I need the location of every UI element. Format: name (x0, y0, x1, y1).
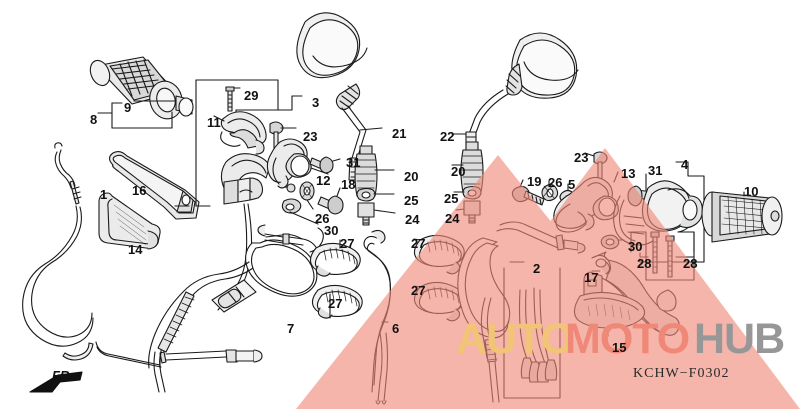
part-washer-26-right (541, 180, 559, 202)
front-direction-arrow (29, 371, 83, 393)
part-nut-25-b (453, 185, 482, 200)
part-adapter-24-b (455, 200, 481, 224)
leader-8-9 (97, 100, 177, 129)
part-cable-6 (363, 229, 391, 405)
part-bolt-18 (317, 187, 344, 215)
part-cable-7 (148, 224, 324, 393)
part-clutch-lever (108, 150, 200, 220)
diagram-part-number: KCHW−F0302 (633, 366, 730, 381)
wire-harness-bundle (503, 267, 561, 399)
part-bolt-29 (225, 86, 241, 112)
part-boot-20-a (354, 145, 395, 197)
part-washer-26-left (299, 181, 315, 210)
part-bracket-13 (553, 171, 619, 233)
part-clutch-cable (22, 142, 263, 368)
front-direction-label: FR. (52, 368, 73, 383)
part-cable-boot-14 (98, 192, 161, 250)
part-clamp-27-b (413, 234, 465, 275)
part-clamp-27-d (311, 284, 363, 319)
part-clamp-27-a (309, 239, 361, 277)
part-mirror-22 (451, 32, 579, 157)
part-clamp-27-c (413, 281, 465, 322)
part-nut-30-left (281, 198, 319, 225)
part-adapter-24-a (357, 202, 396, 226)
part-nut-30-right (600, 234, 625, 250)
part-bolt-31-left (309, 156, 341, 174)
part-left-grip (89, 56, 194, 120)
part-right-grip-10 (701, 191, 783, 243)
part-throttle-housing-4 (613, 161, 705, 263)
part-bolt-19 (511, 179, 545, 206)
part-lower-holder (211, 153, 271, 313)
part-holder-11 (213, 111, 267, 155)
part-boot-20-b (451, 141, 484, 193)
